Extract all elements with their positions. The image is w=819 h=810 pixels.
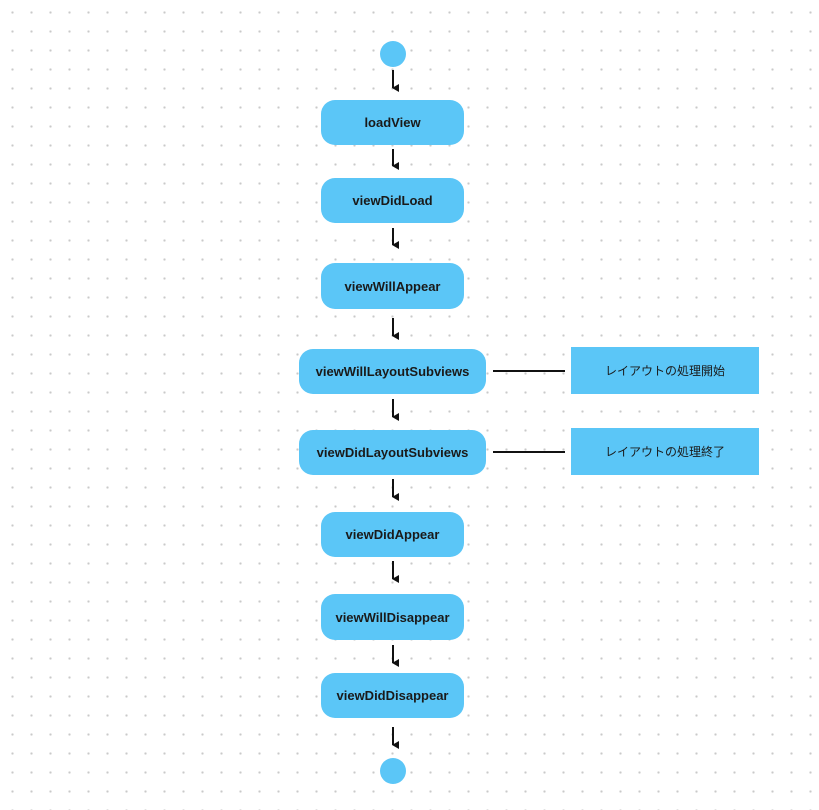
note-connector-layout-end bbox=[493, 451, 565, 453]
note-layout-start: レイアウトの処理開始 bbox=[571, 347, 759, 394]
note-layout-end: レイアウトの処理終了 bbox=[571, 428, 759, 475]
node-viewdidappear: viewDidAppear bbox=[321, 512, 464, 557]
node-viewwilllayoutsubviews: viewWillLayoutSubviews bbox=[299, 349, 486, 394]
node-viewwilldisappear: viewWillDisappear bbox=[321, 594, 464, 640]
node-viewdidload: viewDidLoad bbox=[321, 178, 464, 223]
end-node bbox=[380, 758, 406, 784]
node-loadview: loadView bbox=[321, 100, 464, 145]
node-viewdiddisappear: viewDidDisappear bbox=[321, 673, 464, 718]
node-viewwillappear: viewWillAppear bbox=[321, 263, 464, 309]
note-connector-layout-start bbox=[493, 370, 565, 372]
start-node bbox=[380, 41, 406, 67]
node-viewdidlayoutsubviews: viewDidLayoutSubviews bbox=[299, 430, 486, 475]
